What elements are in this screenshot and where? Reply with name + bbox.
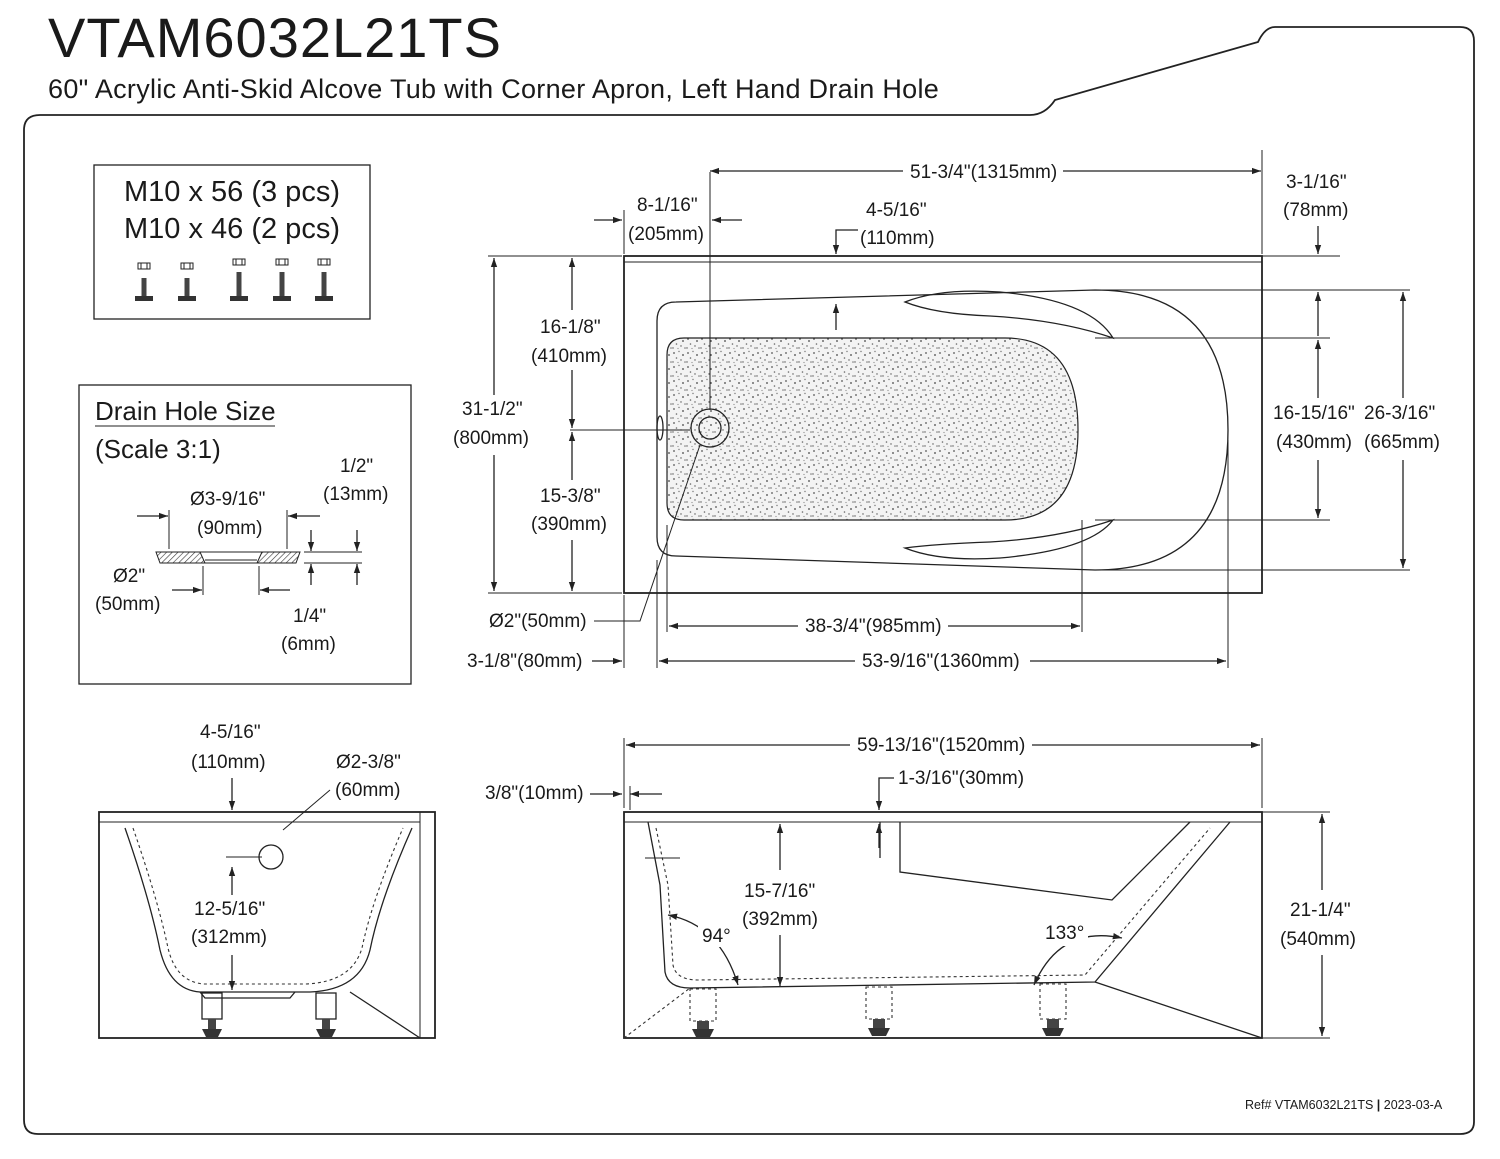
end-overflow-height-in: 12-5/16" xyxy=(194,899,265,920)
drain-hole-box: Drain Hole Size (Scale 3:1) Ø3-9/16" (90… xyxy=(78,384,412,685)
bolt-icon-group xyxy=(135,258,333,301)
drain-box-title: Drain Hole Size xyxy=(95,396,276,426)
side-height-in: 21-1/4" xyxy=(1290,900,1351,921)
top-drain-offset-in: 8-1/16" xyxy=(637,195,698,216)
top-drain-offset-mm: (205mm) xyxy=(628,224,704,245)
footer-ref: Ref# VTAM6032L21TS | 2023-03-A xyxy=(1245,1098,1443,1112)
top-apron-width: 3-1/8"(80mm) xyxy=(467,651,583,672)
drain-bot-dia-in: Ø2" xyxy=(113,566,145,587)
drain-box-scale: (Scale 3:1) xyxy=(95,434,221,464)
end-view: 4-5/16" (110mm) Ø2-3/8" (60mm) 12-5/16" … xyxy=(98,722,436,1039)
side-apron-thickness: 3/8"(10mm) xyxy=(485,783,584,804)
model-title: VTAM6032L21TS xyxy=(48,6,502,69)
top-outer-width-mm: (665mm) xyxy=(1364,432,1440,453)
side-angle-right: 133° xyxy=(1045,923,1084,944)
top-outer-width-in: 26-3/16" xyxy=(1364,403,1435,424)
side-angle-left: 94° xyxy=(702,926,731,947)
top-lower-half-in: 15-3/8" xyxy=(540,486,601,507)
end-view-tub-inner xyxy=(132,827,404,985)
top-width-mm: (800mm) xyxy=(453,428,529,449)
side-view-frame xyxy=(623,811,1263,1039)
drain-lip-mm: (6mm) xyxy=(281,634,336,655)
side-depth-mm: (392mm) xyxy=(742,909,818,930)
top-interior-length: 53-9/16"(1360mm) xyxy=(862,651,1020,672)
armrest-top xyxy=(903,290,1115,340)
drain-lip-in: 1/4" xyxy=(293,606,326,627)
side-view-tub xyxy=(647,821,1231,989)
top-top-rim-mm: (110mm) xyxy=(860,228,935,249)
top-inner-width-mm: (430mm) xyxy=(1276,432,1352,453)
anti-skid-floor xyxy=(666,337,1079,521)
top-view-well xyxy=(656,289,1229,571)
page-frame xyxy=(23,26,1475,1135)
drain-thick-mm: (13mm) xyxy=(323,484,388,505)
side-overall-length: 59-13/16"(1520mm) xyxy=(857,735,1025,756)
top-view: 51-3/4"(1315mm) 3-1/16" (78mm) 8-1/16" (… xyxy=(453,150,1440,673)
top-upper-half-mm: (410mm) xyxy=(531,346,607,367)
top-upper-half-in: 16-1/8" xyxy=(540,317,601,338)
side-height-mm: (540mm) xyxy=(1280,929,1356,950)
top-overall-rim: 51-3/4"(1315mm) xyxy=(910,162,1057,183)
top-floor-length: 38-3/4"(985mm) xyxy=(805,616,942,637)
drain-flange-left xyxy=(155,551,206,564)
top-view-rim xyxy=(623,255,1263,594)
drain-flange-right xyxy=(256,551,301,564)
end-rim-in: 4-5/16" xyxy=(200,722,261,743)
top-top-rim-in: 4-5/16" xyxy=(866,200,927,221)
hardware-line-1: M10 x 56 (3 pcs) xyxy=(124,176,340,208)
drain-thick-in: 1/2" xyxy=(340,456,373,477)
end-overflow-dia-mm: (60mm) xyxy=(335,780,400,801)
top-lower-half-mm: (390mm) xyxy=(531,514,607,535)
end-overflow-icon xyxy=(258,844,284,870)
end-overflow-dia-in: Ø2-3/8" xyxy=(336,752,401,773)
end-overflow-height-mm: (312mm) xyxy=(191,927,267,948)
top-inner-width-in: 16-15/16" xyxy=(1273,403,1355,424)
top-right-rim-mm: (78mm) xyxy=(1283,200,1348,221)
overflow-icon xyxy=(656,415,664,441)
end-view-tub-outer xyxy=(124,827,413,993)
top-right-rim-in: 3-1/16" xyxy=(1286,172,1347,193)
end-rim-mm: (110mm) xyxy=(191,752,266,773)
drain-top-dia-mm: (90mm) xyxy=(197,518,262,539)
hardware-line-2: M10 x 46 (2 pcs) xyxy=(124,213,340,245)
hardware-box: M10 x 56 (3 pcs) M10 x 46 (2 pcs) xyxy=(93,164,371,320)
top-width-in: 31-1/2" xyxy=(462,399,523,420)
end-view-frame xyxy=(98,811,436,1039)
drain-top-dia-in: Ø3-9/16" xyxy=(190,489,265,510)
side-depth-in: 15-7/16" xyxy=(744,881,815,902)
drain-bot-dia-mm: (50mm) xyxy=(95,594,160,615)
side-view: 59-13/16"(1520mm) 3/8"(10mm) 1-3/16"(30m… xyxy=(485,733,1356,1039)
side-rim-thickness: 1-3/16"(30mm) xyxy=(898,768,1024,789)
model-description: 60" Acrylic Anti-Skid Alcove Tub with Co… xyxy=(48,74,940,104)
top-drain-dia: Ø2"(50mm) xyxy=(489,611,587,632)
